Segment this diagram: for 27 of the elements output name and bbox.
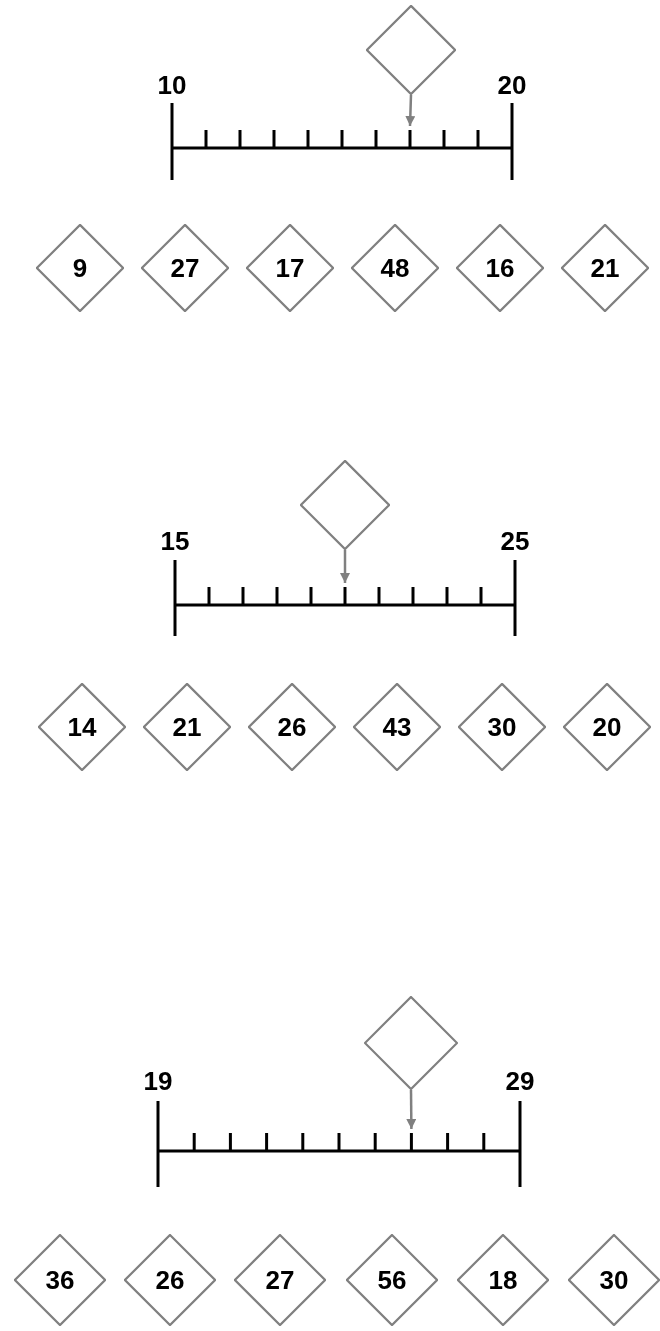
number-text: 27 <box>264 1267 296 1293</box>
number-text: 30 <box>486 714 518 740</box>
endpoint-number: 29 <box>505 1068 535 1094</box>
number-text: 21 <box>589 255 621 281</box>
number-text: 27 <box>169 255 201 281</box>
endpoint-number: 19 <box>143 1068 173 1094</box>
number-text: 48 <box>379 255 411 281</box>
arrow <box>405 94 416 127</box>
number-text: 43 <box>381 714 413 740</box>
endpoint-number: 20 <box>497 72 527 98</box>
number-text: 30 <box>598 1267 630 1293</box>
number-text: 56 <box>376 1267 408 1293</box>
number-text: 17 <box>274 255 306 281</box>
number-text: 36 <box>44 1267 76 1293</box>
endpoint-number: 15 <box>160 528 190 554</box>
number-text: 26 <box>154 1267 186 1293</box>
arrow <box>340 550 350 583</box>
number-text: 18 <box>487 1267 519 1293</box>
endpoint-number: 25 <box>500 528 530 554</box>
number-text: 9 <box>71 255 89 281</box>
number-text: 14 <box>66 714 98 740</box>
endpoint-number: 10 <box>157 72 187 98</box>
number-text: 21 <box>171 714 203 740</box>
arrow <box>406 1090 417 1129</box>
number-text: 20 <box>591 714 623 740</box>
number-text: 26 <box>276 714 308 740</box>
number-text: 16 <box>484 255 516 281</box>
